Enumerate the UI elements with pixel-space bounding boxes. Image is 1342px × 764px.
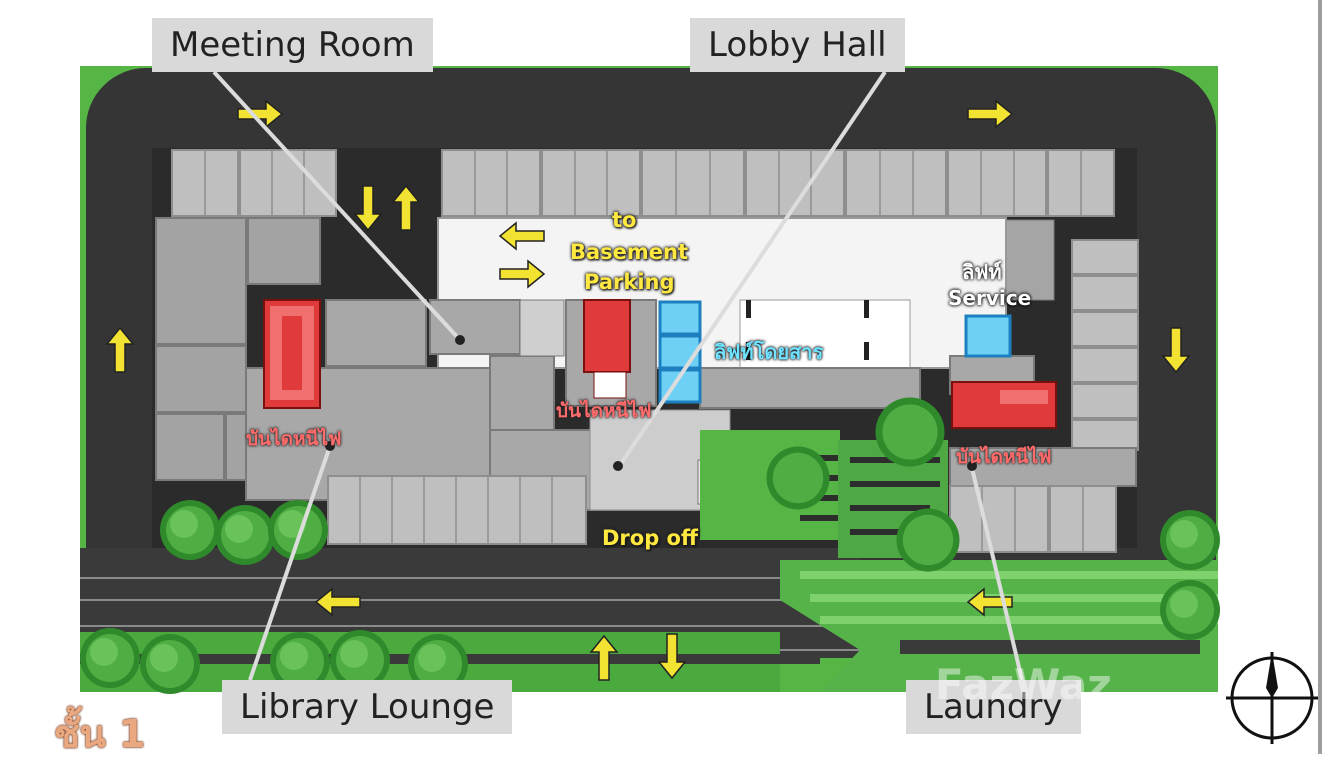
floor-label: ชั้น 1	[54, 712, 146, 756]
grass-right-lower	[780, 560, 1218, 692]
tree-icon	[80, 397, 1220, 694]
callout-lobby-hall: Lobby Hall	[690, 18, 905, 72]
callout-library-lounge: Library Lounge	[222, 680, 513, 734]
watermark-logo: FazWaz	[935, 660, 1112, 709]
label-to: to	[612, 208, 637, 232]
parking-bottom	[327, 475, 1117, 553]
parking-right	[1071, 239, 1139, 451]
label-fire-exit-center: บันไดหนีไฟ	[556, 400, 652, 422]
label-service-lift-thai: ลิฟท์	[962, 260, 1002, 284]
leader-lines	[212, 70, 1024, 681]
callout-laundry: Laundry	[906, 680, 1081, 734]
label-drop-off: Drop off	[602, 526, 698, 550]
callout-meeting-room: Meeting Room	[152, 18, 433, 72]
left-rooms	[155, 217, 321, 481]
fire-stairs	[263, 299, 1057, 429]
label-service-lift: Service	[948, 286, 1032, 310]
label-fire-exit-left: บันไดหนีไฟ	[246, 428, 342, 450]
label-passenger-lift: ลิฟท์โดยสาร	[714, 340, 824, 364]
compass-icon	[1226, 652, 1318, 744]
label-fire-exit-right: บันไดหนีไฟ	[956, 446, 1052, 468]
label-parking: Parking	[584, 270, 675, 294]
label-basement: Basement	[570, 240, 689, 264]
